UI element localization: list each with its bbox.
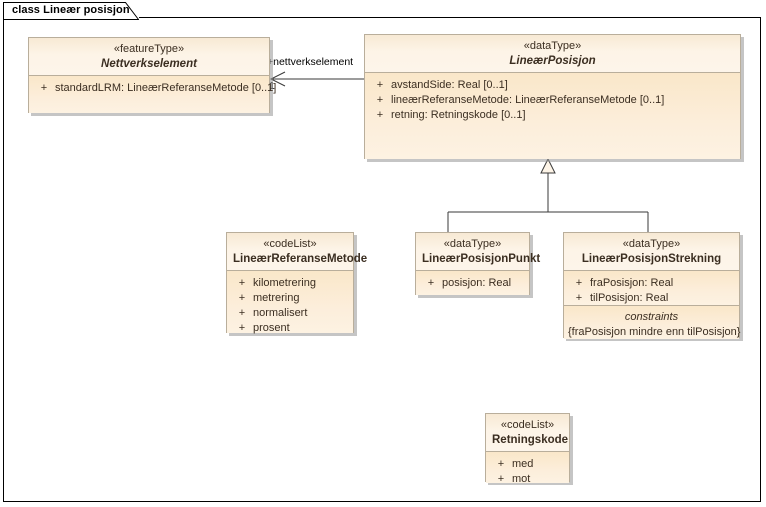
class-header: «codeList» LineærReferanseMetode	[227, 233, 368, 271]
class-stereotype: «codeList»	[500, 419, 555, 431]
attribute-row: + normalisert	[231, 306, 349, 321]
visibility-marker: +	[497, 458, 505, 470]
class-linearposisjonstrekning[interactable]: «dataType» LineærPosisjonStrekning + fra…	[563, 232, 741, 339]
association-multiplicity-label: 1	[269, 80, 275, 92]
visibility-marker: +	[40, 82, 48, 94]
attributes-compartment: + standardLRM: LineærReferanseMetode [0.…	[29, 76, 277, 113]
class-header: «dataType» LineærPosisjonPunkt	[416, 233, 541, 271]
class-header: «dataType» LineærPosisjonStrekning	[564, 233, 739, 271]
attributes-compartment: + fraPosisjon: Real + tilPosisjon: Real	[564, 271, 739, 305]
attributes-compartment: + avstandSide: Real [0..1] + lineærRefer…	[365, 73, 740, 159]
class-stereotype: «featureType»	[113, 43, 185, 55]
class-stereotype: «dataType»	[443, 238, 502, 250]
visibility-marker: +	[575, 277, 583, 289]
attribute-text: kilometrering	[253, 277, 316, 289]
attribute-row: + mot	[490, 472, 565, 487]
attribute-row: + kilometrering	[231, 276, 349, 291]
attribute-text: posisjon: Real	[442, 277, 512, 289]
visibility-marker: +	[376, 79, 384, 91]
attributes-compartment: + med + mot	[486, 452, 569, 485]
class-retningskode[interactable]: «codeList» Retningskode + med + mot	[485, 413, 570, 485]
attribute-text: standardLRM: LineærReferanseMetode [0..1…	[55, 82, 277, 94]
attribute-row: + med	[490, 457, 565, 472]
visibility-marker: +	[238, 322, 246, 334]
attribute-text: fraPosisjon: Real	[590, 277, 674, 289]
attribute-row: + prosent	[231, 321, 349, 336]
class-name: LineærPosisjonStrekning	[581, 252, 722, 265]
attribute-text: prosent	[253, 322, 290, 334]
class-stereotype: «codeList»	[263, 238, 317, 250]
class-header: «featureType» Nettverkselement	[29, 38, 269, 76]
class-header: «codeList» Retningskode	[486, 414, 569, 452]
attribute-row: + posisjon: Real	[420, 276, 525, 291]
attribute-text: avstandSide: Real [0..1]	[391, 79, 508, 91]
attribute-row: + avstandSide: Real [0..1]	[369, 78, 736, 93]
class-stereotype: «dataType»	[523, 40, 582, 52]
visibility-marker: +	[376, 109, 384, 121]
attribute-row: + tilPosisjon: Real	[568, 291, 735, 306]
attribute-text: normalisert	[253, 307, 308, 319]
attribute-row: + fraPosisjon: Real	[568, 276, 735, 291]
visibility-marker: +	[238, 307, 246, 319]
class-linearreferansemetode[interactable]: «codeList» LineærReferanseMetode + kilom…	[226, 232, 368, 336]
constraints-body: {fraPosisjon mindre enn tilPosisjon}	[568, 326, 741, 338]
attribute-text: lineærReferanseMetode: LineærReferanseMe…	[391, 94, 665, 106]
visibility-marker: +	[238, 292, 246, 304]
class-name: LineærPosisjonPunkt	[422, 252, 541, 265]
constraints-title: constraints	[624, 311, 679, 323]
class-nettverkselement[interactable]: «featureType» Nettverkselement + standar…	[28, 37, 277, 113]
class-linearposisjon[interactable]: «dataType» LineærPosisjon + avstandSide:…	[364, 34, 741, 159]
constraints-compartment: constraints {fraPosisjon mindre enn tilP…	[564, 305, 741, 339]
class-name: Nettverkselement	[101, 57, 197, 70]
attribute-text: retning: Retningskode [0..1]	[391, 109, 526, 121]
class-name: LineærPosisjon	[509, 54, 596, 67]
attribute-row: + metrering	[231, 291, 349, 306]
visibility-marker: +	[376, 94, 384, 106]
class-header: «dataType» LineærPosisjon	[365, 35, 740, 73]
visibility-marker: +	[575, 292, 583, 304]
class-name: LineærReferanseMetode	[233, 252, 368, 265]
visibility-marker: +	[497, 473, 505, 485]
diagram-title-label: class Lineær posisjon	[12, 4, 130, 16]
tab-shape-icon	[3, 2, 139, 20]
association-role-label: +nettverkselement	[267, 56, 354, 68]
attribute-row: + lineærReferanseMetode: LineærReferanse…	[369, 93, 736, 108]
attribute-row: + retning: Retningskode [0..1]	[369, 108, 736, 123]
visibility-marker: +	[238, 277, 246, 289]
attribute-text: med	[512, 458, 534, 470]
attribute-text: metrering	[253, 292, 300, 304]
attribute-row: + standardLRM: LineærReferanseMetode [0.…	[33, 81, 277, 96]
class-linearposisjonpunkt[interactable]: «dataType» LineærPosisjonPunkt + posisjo…	[415, 232, 541, 295]
attributes-compartment: + posisjon: Real	[416, 271, 529, 295]
class-name: Retningskode	[492, 433, 569, 446]
attribute-text: mot	[512, 473, 531, 485]
attribute-text: tilPosisjon: Real	[590, 292, 669, 304]
attributes-compartment: + kilometrering + metrering + normaliser…	[227, 271, 353, 336]
diagram-title-tab[interactable]: class Lineær posisjon	[3, 2, 139, 20]
class-stereotype: «dataType»	[622, 238, 681, 250]
visibility-marker: +	[427, 277, 435, 289]
